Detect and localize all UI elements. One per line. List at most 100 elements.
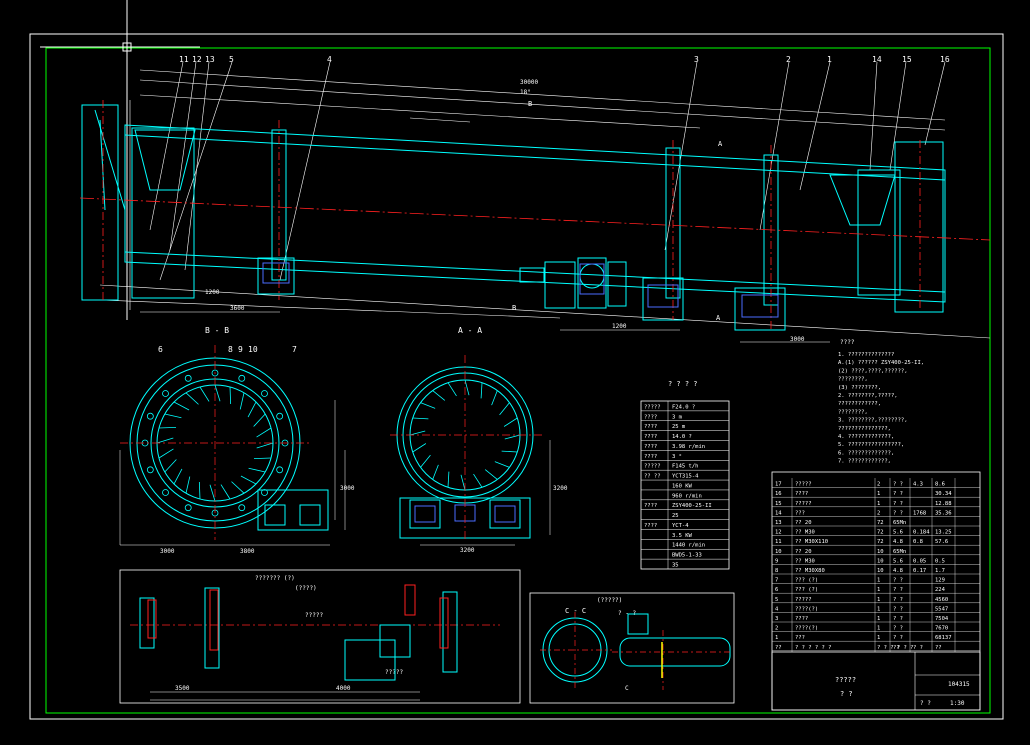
parts-cell: 30.34 [935,491,952,497]
balloon-1: 1 [827,55,832,64]
notes-title: ???? [840,339,855,346]
parts-cell: ? ? ? ? ? ? [795,645,831,651]
parts-cell: ?? 20 [795,549,812,555]
parts-cell: 72 [877,530,884,536]
parts-cell: 72 [877,520,884,526]
parts-cell: 4.3 [913,482,923,488]
parts-cell: 1 [877,501,880,507]
dim-left2: 3600 [230,305,245,312]
spec-row-key: ???? [644,414,657,420]
lifting-flight [447,382,457,397]
parts-cell: 57.6 [935,539,948,545]
spec-row-key: ???? [644,503,657,509]
parts-cell: 3 [775,616,778,622]
lifting-flight [501,450,518,453]
arrow-a-bottom: A [716,314,721,322]
lifting-flight [231,481,245,494]
spec-row-value: 14.0 ? [672,434,692,440]
parts-cell: ?? [775,645,782,651]
parts-cell: 6 [775,587,778,593]
section-b-b: B - B 6 8 9 10 7 3000 3800 3000 [119,326,355,555]
spec-row-value: 3 m [672,414,683,420]
tyre-bolt [146,466,154,474]
parts-cell: ?? [935,645,942,651]
arrow-b-top: B [528,100,532,108]
lifting-flight [239,392,245,410]
lifting-flight [185,392,199,405]
spec-row-key: ?? ?? [644,474,661,480]
balloon-10: 10 [248,345,258,354]
lifting-flight [229,386,232,405]
parts-cell: 1 [877,578,880,584]
parts-cell: 7 [775,578,778,584]
lifting-flight [484,469,498,480]
parts-cell: ? ? [893,597,903,603]
tyre-bolt [261,390,268,397]
spec-row-value: 960 r/min [672,493,702,499]
title-block-sheet: ? ? [920,700,931,707]
spec-row-value: 3 ° [672,454,682,460]
label-b-b: B - B [205,326,229,335]
parts-cell: 1 [877,606,880,612]
spec-row-key: ???? [644,424,657,430]
tyre-bolt [184,374,192,382]
lifting-flight [253,457,272,460]
tyre-bolt [238,504,246,512]
parts-cell: ? ? [893,616,903,622]
balloon-3: 3 [694,55,699,64]
parts-cell: 17 [775,482,782,488]
parts-cell: 12.88 [935,501,952,507]
parts-cell: 10 [877,568,884,574]
parts-cell: 12 [775,530,782,536]
tyre-bolt [238,374,246,382]
lifting-flight [173,468,183,485]
arrow-b-bottom: B [512,304,516,312]
spec-row-value: 160 KW [672,483,693,489]
parts-cell: 13.25 [935,530,952,536]
lifting-flight [158,426,177,429]
lifting-flight [220,484,231,500]
lifting-flight [164,459,177,473]
parts-cell: 1 [877,491,880,497]
lifting-flight [494,461,510,468]
lifting-flight [158,448,174,459]
tyre-bolt [276,466,284,474]
parts-cell: ? ? [893,606,903,612]
parts-cell: 1 [877,597,880,603]
spec-row-value: 25 m [672,424,686,430]
parts-cell: ? ? [913,645,923,651]
parts-cell: ? ? [893,587,903,593]
dim-bot: 3500 [175,685,190,692]
tyre-bolt [146,412,154,420]
spec-row-value: ZSY400-25-II [672,503,712,509]
note-line: ???????????????, [838,426,891,432]
parts-cell: 2 [877,482,880,488]
note-line: A.(1) ?????? ZSY400-25-II, [838,360,924,366]
lifting-flight [247,401,257,418]
parts-cell: 13 [775,520,782,526]
parts-cell: 1768 [913,510,926,516]
lifting-flight [164,413,182,419]
note-line: ????????????, [838,401,881,407]
lifting-flight [480,382,483,399]
balloon-12: 12 [192,55,202,64]
lifting-flight [432,464,439,480]
tyre-bolt [184,504,192,512]
note-line: ????????, [838,377,868,383]
tyre-bolt [211,369,219,377]
note-line: 5. ????????????????, [838,442,904,448]
title-block-sub: ? ? [840,690,853,698]
roller-title: (?????) [597,597,622,604]
spec-row-value: 35 [672,563,679,569]
balloon-13: 13 [205,55,215,64]
parts-cell: 9 [775,558,778,564]
spec-row-value: F24.0 ? [672,404,695,410]
parts-cell: ?? [893,645,900,651]
spec-row-key: ????? [644,404,661,410]
note-line: 7. ????????????, [838,459,891,465]
parts-cell: ????? [795,501,812,507]
label-a-a: A - A [458,326,482,335]
lifting-flight [473,473,483,488]
lifting-flight [420,402,436,409]
